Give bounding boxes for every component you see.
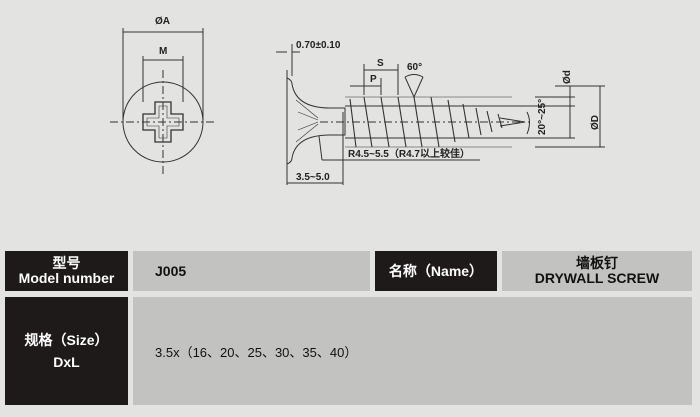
thread-angle-label: 60° [407,62,422,73]
head-length-label: 3.5~5.0 [296,172,330,183]
point-angle-label: 20°~25° [537,99,548,135]
major-dia-label: ØD [590,115,601,130]
model-number-value: J005 [133,251,370,291]
minor-dia-label: Ød [562,70,573,84]
head-thickness-label: 0.70±0.10 [296,40,341,51]
size-value: 3.5x（16、20、25、30、35、40） [133,297,692,405]
thread-spacing-label: S [377,58,384,69]
recess-m-label: M [159,46,167,57]
name-value-en: DRYWALL SCREW [534,270,660,286]
model-number-header: 型号 Model number [5,251,128,291]
dia-a-label: ØA [155,16,170,27]
name-value: 墙板钉 DRYWALL SCREW [502,251,692,291]
radius-note: R4.5~5.5（R4.7以上较佳） [348,147,470,160]
model-header-cn: 型号 [52,255,81,271]
size-header-sub: DxL [53,354,80,370]
thread-pitch-label: P [370,74,377,85]
name-value-cn: 墙板钉 [576,255,618,271]
model-header-en: Model number [18,270,115,286]
name-header: 名称（Name） [375,251,497,291]
head-top-view [110,28,216,175]
size-header: 规格（Size） DxL [5,297,128,405]
screw-side-view [276,44,605,185]
screw-technical-drawing: ØA M 0.70±0.10 S P 60° Ød ØD 20°~25° R4.… [110,16,605,185]
